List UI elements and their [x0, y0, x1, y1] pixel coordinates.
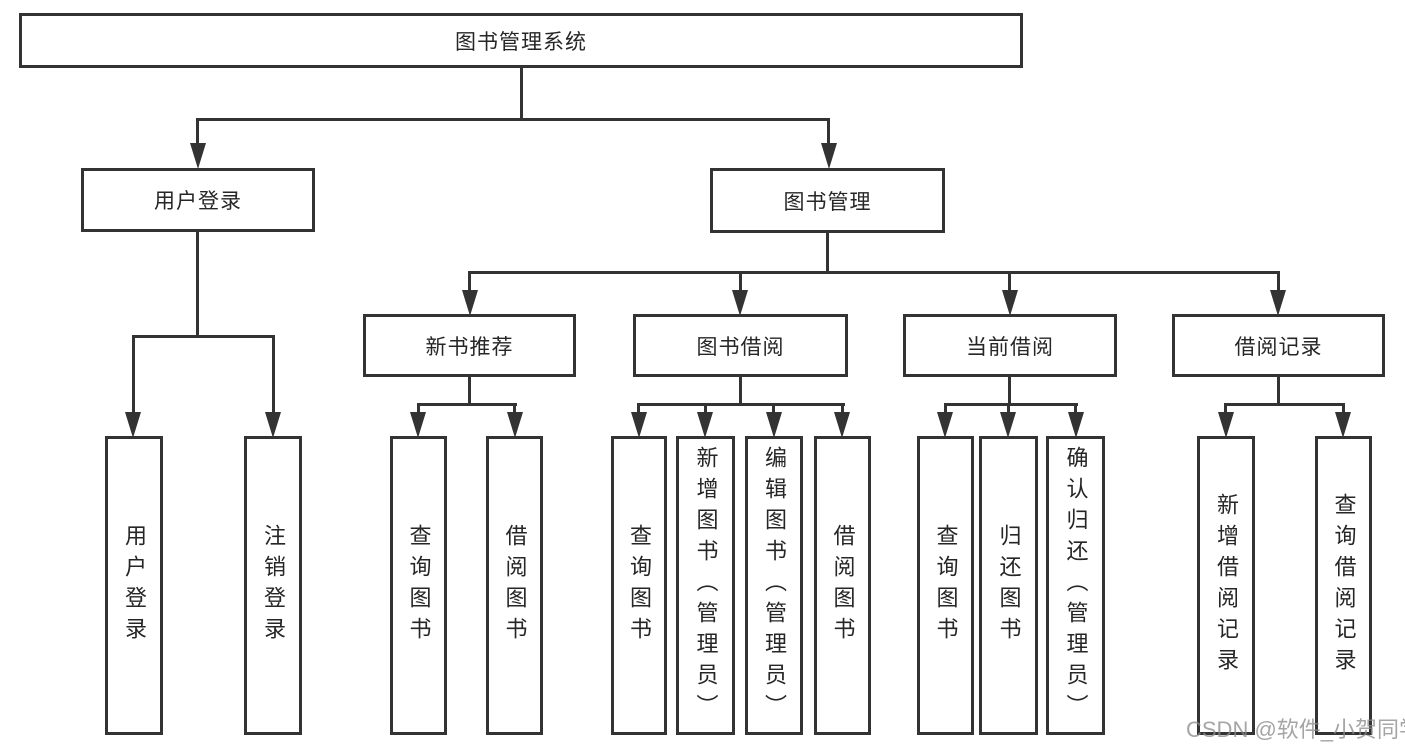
node-borrowing-records: 借阅记录 [1172, 314, 1385, 377]
connector-module-stem [1008, 377, 1011, 405]
connector-module-stem [739, 377, 742, 405]
node-book-management: 图书管理 [710, 168, 945, 233]
leaf-label: 注销登录 [261, 523, 286, 648]
arrow-down-icon [265, 412, 281, 438]
node-user-login: 用户登录 [81, 168, 315, 232]
leaf-label: 查询借阅记录 [1331, 492, 1357, 679]
leaf-label: 借阅图书 [502, 523, 528, 648]
connector-drop-leaf [637, 403, 640, 413]
leaf-label: 归还图书 [996, 523, 1022, 648]
leaf-borrowing-add-book-admin: 新增图书（管理员） [676, 436, 735, 735]
arrow-down-icon [766, 412, 782, 438]
leaf-label: 查询图书 [627, 523, 652, 648]
arrow-down-icon [190, 143, 206, 169]
connector-drop-leaf [272, 335, 275, 413]
node-label: 新书推荐 [425, 335, 514, 359]
arrow-down-icon [697, 412, 713, 438]
node-book-borrowing: 图书借阅 [633, 314, 848, 377]
leaf-borrowing-query-book: 查询图书 [611, 436, 667, 735]
leaf-newbook-borrow-book: 借阅图书 [486, 436, 543, 735]
leaf-records-query-record: 查询借阅记录 [1315, 436, 1372, 735]
arrow-down-icon [1002, 290, 1018, 316]
connector-drop-leaf [704, 403, 707, 413]
node-library-management-system: 图书管理系统 [19, 13, 1023, 68]
connector-splitter-borrowing [637, 403, 845, 406]
arrow-down-icon [410, 412, 426, 438]
leaf-current-query-book: 查询图书 [917, 436, 974, 735]
connector-drop-leaf [132, 335, 135, 413]
connector-drop-leaf [417, 403, 420, 413]
connector-module-stem [468, 377, 471, 405]
leaf-label: 新增图书（管理员） [693, 446, 719, 725]
leaf-current-return-book: 归还图书 [979, 436, 1038, 735]
node-label: 借阅记录 [1234, 335, 1323, 359]
connector-drop-leaf [1224, 403, 1227, 413]
connector-book-stem [826, 233, 829, 273]
leaf-current-confirm-return-admin: 确认归还（管理员） [1046, 436, 1105, 735]
leaf-borrowing-borrow-book: 借阅图书 [814, 436, 871, 735]
connector-drop-module [1008, 271, 1011, 291]
connector-drop-leaf [1074, 403, 1077, 413]
connector-root-splitter [196, 118, 830, 121]
arrow-down-icon [1270, 290, 1286, 316]
connector-drop-leaf [841, 403, 844, 413]
leaf-label: 借阅图书 [830, 523, 856, 648]
connector-book-splitter [468, 271, 1280, 274]
connector-splitter-records [1224, 403, 1345, 406]
arrow-down-icon [732, 290, 748, 316]
leaf-borrowing-edit-book-admin: 编辑图书（管理员） [745, 436, 803, 735]
leaf-label: 用户登录 [122, 523, 147, 648]
connector-splitter-current [944, 403, 1078, 406]
arrow-down-icon [1218, 412, 1234, 438]
leaf-label: 新增借阅记录 [1214, 492, 1239, 679]
arrow-down-icon [834, 412, 850, 438]
connector-root-stem [520, 68, 523, 120]
node-new-book-recommend: 新书推荐 [363, 314, 576, 377]
leaf-label: 查询图书 [406, 523, 432, 648]
arrow-down-icon [1335, 412, 1351, 438]
node-label: 图书管理 [783, 190, 872, 214]
leaf-label: 编辑图书（管理员） [762, 446, 787, 725]
connector-drop-leaf [772, 403, 775, 413]
node-label: 图书管理系统 [455, 30, 587, 54]
connector-user-splitter [132, 335, 275, 338]
arrow-down-icon [937, 412, 953, 438]
connector-drop-leaf [1007, 403, 1010, 413]
connector-drop-book-mgmt [827, 118, 830, 145]
connector-drop-leaf [513, 403, 516, 413]
leaf-newbook-query-book: 查询图书 [390, 436, 447, 735]
connector-drop-user-login [196, 118, 199, 145]
connector-drop-leaf [944, 403, 947, 413]
connector-drop-module [468, 271, 471, 291]
leaf-user-login: 用户登录 [105, 436, 163, 735]
connector-drop-module [1277, 271, 1280, 291]
arrow-down-icon [1068, 412, 1084, 438]
connector-user-stem [196, 232, 199, 337]
arrow-down-icon [821, 143, 837, 169]
leaf-label: 确认归还（管理员） [1063, 446, 1089, 725]
leaf-label: 查询图书 [933, 523, 959, 648]
node-label: 图书借阅 [696, 335, 785, 359]
leaf-logout: 注销登录 [244, 436, 302, 735]
arrow-down-icon [462, 290, 478, 316]
connector-splitter-new-book [417, 403, 517, 406]
node-label: 用户登录 [154, 190, 242, 213]
arrow-down-icon [507, 412, 523, 438]
connector-module-stem [1277, 377, 1280, 405]
arrow-down-icon [1000, 412, 1016, 438]
csdn-watermark: CSDN @软件_小贺同学 [1186, 717, 1405, 742]
arrow-down-icon [631, 412, 647, 438]
connector-drop-module [739, 271, 742, 291]
leaf-records-add-record: 新增借阅记录 [1197, 436, 1255, 735]
arrow-down-icon [125, 412, 141, 438]
connector-drop-leaf [1342, 403, 1345, 413]
node-label: 当前借阅 [966, 335, 1054, 359]
node-current-borrowing: 当前借阅 [903, 314, 1117, 377]
